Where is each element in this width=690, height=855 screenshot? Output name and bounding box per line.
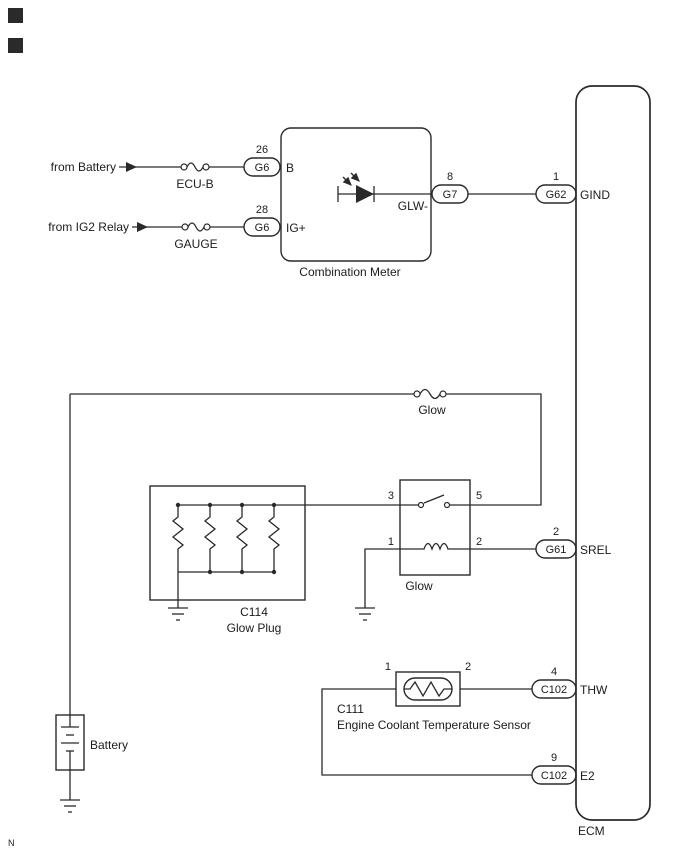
sensor-pin-2: 2: [465, 661, 471, 673]
feed-battery-row: from Battery ECU-B 26 G6: [51, 144, 281, 191]
relay-pin-3: 3: [388, 490, 394, 502]
connector-c102-thw: C102: [541, 684, 567, 696]
glow-plug-block: C114 Glow Plug: [149, 485, 400, 635]
combination-meter-block: Combination Meter GLW- B IG+: [280, 127, 432, 279]
led-triangle: [356, 185, 374, 203]
glow-plug-label: Glow Plug: [227, 621, 282, 635]
glow-relay-label: Glow: [405, 579, 433, 593]
ecm-terminal-srel: SREL: [580, 543, 612, 557]
ground-icon-relay: [355, 607, 375, 621]
connector-g62: G62: [546, 189, 567, 201]
page-mark-bottom: [8, 38, 23, 53]
connector-g6-ig: G6: [255, 222, 270, 234]
sensor-code: C111: [337, 702, 364, 716]
feed-ig2-arrow-icon: [137, 222, 148, 232]
connector-c102-thw-outline: [531, 679, 577, 699]
glow-plug-resistor-2: [203, 505, 217, 572]
fuse-ecub-icon: [180, 162, 210, 172]
glow-plug-resistor-1: [171, 505, 185, 572]
ecm-outline: [575, 85, 651, 821]
pin-28: 28: [256, 204, 268, 216]
pin-4-thw: 4: [551, 666, 557, 678]
ground-icon-glow-plug: [168, 607, 188, 621]
ecm-terminal-thw: THW: [580, 683, 608, 697]
srel-row: 2 G61 SREL: [470, 526, 612, 559]
led-arrow-1: [342, 176, 352, 186]
fuse-glow-icon: [413, 388, 447, 400]
glow-plug-outline: [149, 485, 306, 601]
fuse-ecub-label: ECU-B: [176, 177, 213, 191]
relay-ground: [355, 548, 400, 621]
corner-mark: N: [8, 838, 15, 848]
connector-g61-outline: [535, 539, 577, 559]
ground-icon-battery: [60, 799, 80, 813]
glow-relay-block: 3 5 1 2 Glow: [388, 479, 482, 593]
glw-row: 8 G7 1 G62 GIND: [431, 171, 610, 204]
glow-plug-resistor-4: [267, 505, 281, 572]
feed-battery-label: from Battery: [51, 160, 116, 174]
ect-sensor-block: 1 2 C111 Engine Coolant Temperature Sens…: [337, 661, 531, 732]
connector-g6-ig-outline: [243, 217, 281, 237]
battery-label: Battery: [90, 738, 128, 752]
relay-coil-icon: [400, 542, 470, 551]
terminal-glw-label: GLW-: [398, 199, 428, 213]
connector-g7: G7: [443, 189, 458, 201]
thw-row: 4 C102 THW: [460, 666, 608, 699]
battery-cells-icon: [61, 715, 79, 770]
indicator-led-icon: [337, 172, 432, 203]
ecm-block: ECM: [575, 85, 651, 838]
terminal-ig-label: IG+: [286, 221, 306, 235]
ecm-label: ECM: [578, 824, 605, 838]
e2-wire: [321, 688, 532, 776]
fuse-gauge-label: GAUGE: [174, 237, 217, 251]
glow-fuse-wire-right: [446, 393, 542, 506]
led-arrow-2: [350, 172, 360, 182]
ecm-terminal-gind: GIND: [580, 188, 610, 202]
relay-pin-5: 5: [476, 490, 482, 502]
glow-relay-outline: [399, 479, 471, 576]
feed-ig2-label: from IG2 Relay: [48, 220, 129, 234]
relay-switch-icon: [400, 494, 470, 509]
relay-pin-2: 2: [476, 536, 482, 548]
glow-fuse-run: Glow: [70, 388, 542, 506]
terminal-b-label: B: [286, 161, 294, 175]
connector-g6-b-outline: [243, 157, 281, 177]
feed-battery-arrow-icon: [126, 162, 137, 172]
ect-sensor-thermistor-icon: [404, 680, 452, 698]
fuse-glow-label: Glow: [418, 403, 446, 417]
pin-9-e2: 9: [551, 752, 557, 764]
connector-c102-e2-outline: [531, 765, 577, 785]
ecm-terminal-e2: E2: [580, 769, 595, 783]
e2-row: 9 C102 E2: [321, 688, 595, 785]
pin-8: 8: [447, 171, 453, 183]
sensor-label: Engine Coolant Temperature Sensor: [337, 718, 531, 732]
battery-block: Battery: [55, 394, 128, 813]
page-mark-top: [8, 8, 23, 23]
sensor-pin-1: 1: [385, 661, 391, 673]
connector-g62-outline: [535, 184, 577, 204]
connector-c102-e2: C102: [541, 770, 567, 782]
relay-pin-1: 1: [388, 536, 394, 548]
connector-g61: G61: [546, 544, 567, 556]
fuse-gauge-icon: [181, 222, 211, 232]
pin-26: 26: [256, 144, 268, 156]
combination-meter-label: Combination Meter: [299, 265, 400, 279]
glow-plug-code: C114: [240, 605, 268, 619]
pin-1-gind: 1: [553, 171, 559, 183]
connector-g6-b: G6: [255, 162, 270, 174]
glow-plug-resistor-3: [235, 505, 249, 572]
feed-ig2-row: from IG2 Relay GAUGE 28 G6: [48, 204, 281, 251]
pin-2-srel: 2: [553, 526, 559, 538]
